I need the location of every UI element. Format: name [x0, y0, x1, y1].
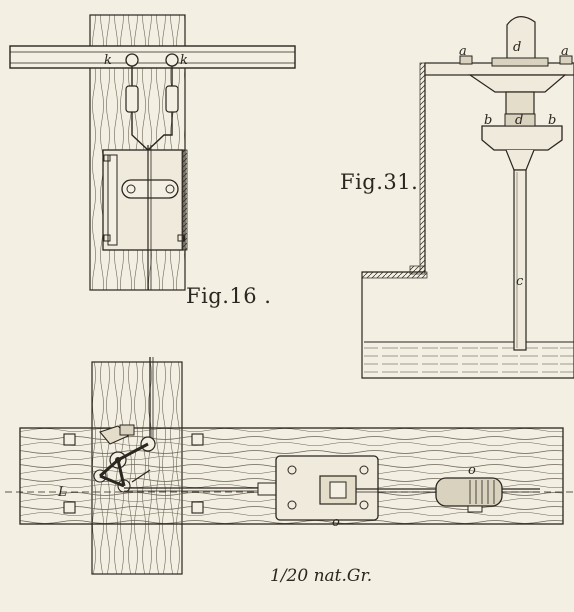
bottom-label-o-left: o — [332, 515, 340, 530]
fig31-column-d — [506, 16, 536, 61]
fig31-label-b-right: b — [548, 113, 556, 128]
fig31-caption: Fig.31. — [340, 170, 418, 194]
fig16-rail — [9, 45, 296, 69]
fig16-spring-right — [165, 85, 179, 113]
fig31-shaft-c — [513, 169, 527, 351]
bottom-label-L: L — [57, 485, 67, 500]
scale-caption: 1/20 nat.Gr. — [270, 566, 372, 586]
fig16-caption: Fig.16 . — [186, 284, 271, 308]
fig16-hanger-k-left — [125, 53, 139, 67]
fig31-label-d-top: d — [513, 40, 521, 55]
fig31-label-a-right: a — [561, 44, 569, 59]
fig16-drawing — [9, 14, 296, 291]
fig31-gear-housing — [468, 74, 567, 93]
fig31-label-b-left: b — [484, 113, 492, 128]
fig31-label-d-mid: d — [515, 113, 523, 128]
bottom-weight — [435, 477, 503, 507]
fig16-label-k-right: k — [180, 53, 188, 68]
fig31-bearing-b — [481, 125, 563, 151]
fig31-wall — [361, 63, 574, 379]
fig16-clamp — [121, 179, 179, 199]
fig31-label-a: a — [459, 44, 467, 59]
fig16-hanger-k-right — [165, 53, 179, 67]
fig16-spring-left — [125, 85, 139, 113]
fig16-label-k-left: k — [104, 53, 112, 68]
fig31-label-c: c — [516, 274, 524, 289]
bottom-figure-drawing — [5, 357, 574, 575]
lever-mechanism — [93, 424, 156, 493]
fig31-drawing — [361, 16, 574, 379]
bottom-label-o-right: o — [468, 463, 476, 478]
fig31-water — [364, 342, 574, 378]
